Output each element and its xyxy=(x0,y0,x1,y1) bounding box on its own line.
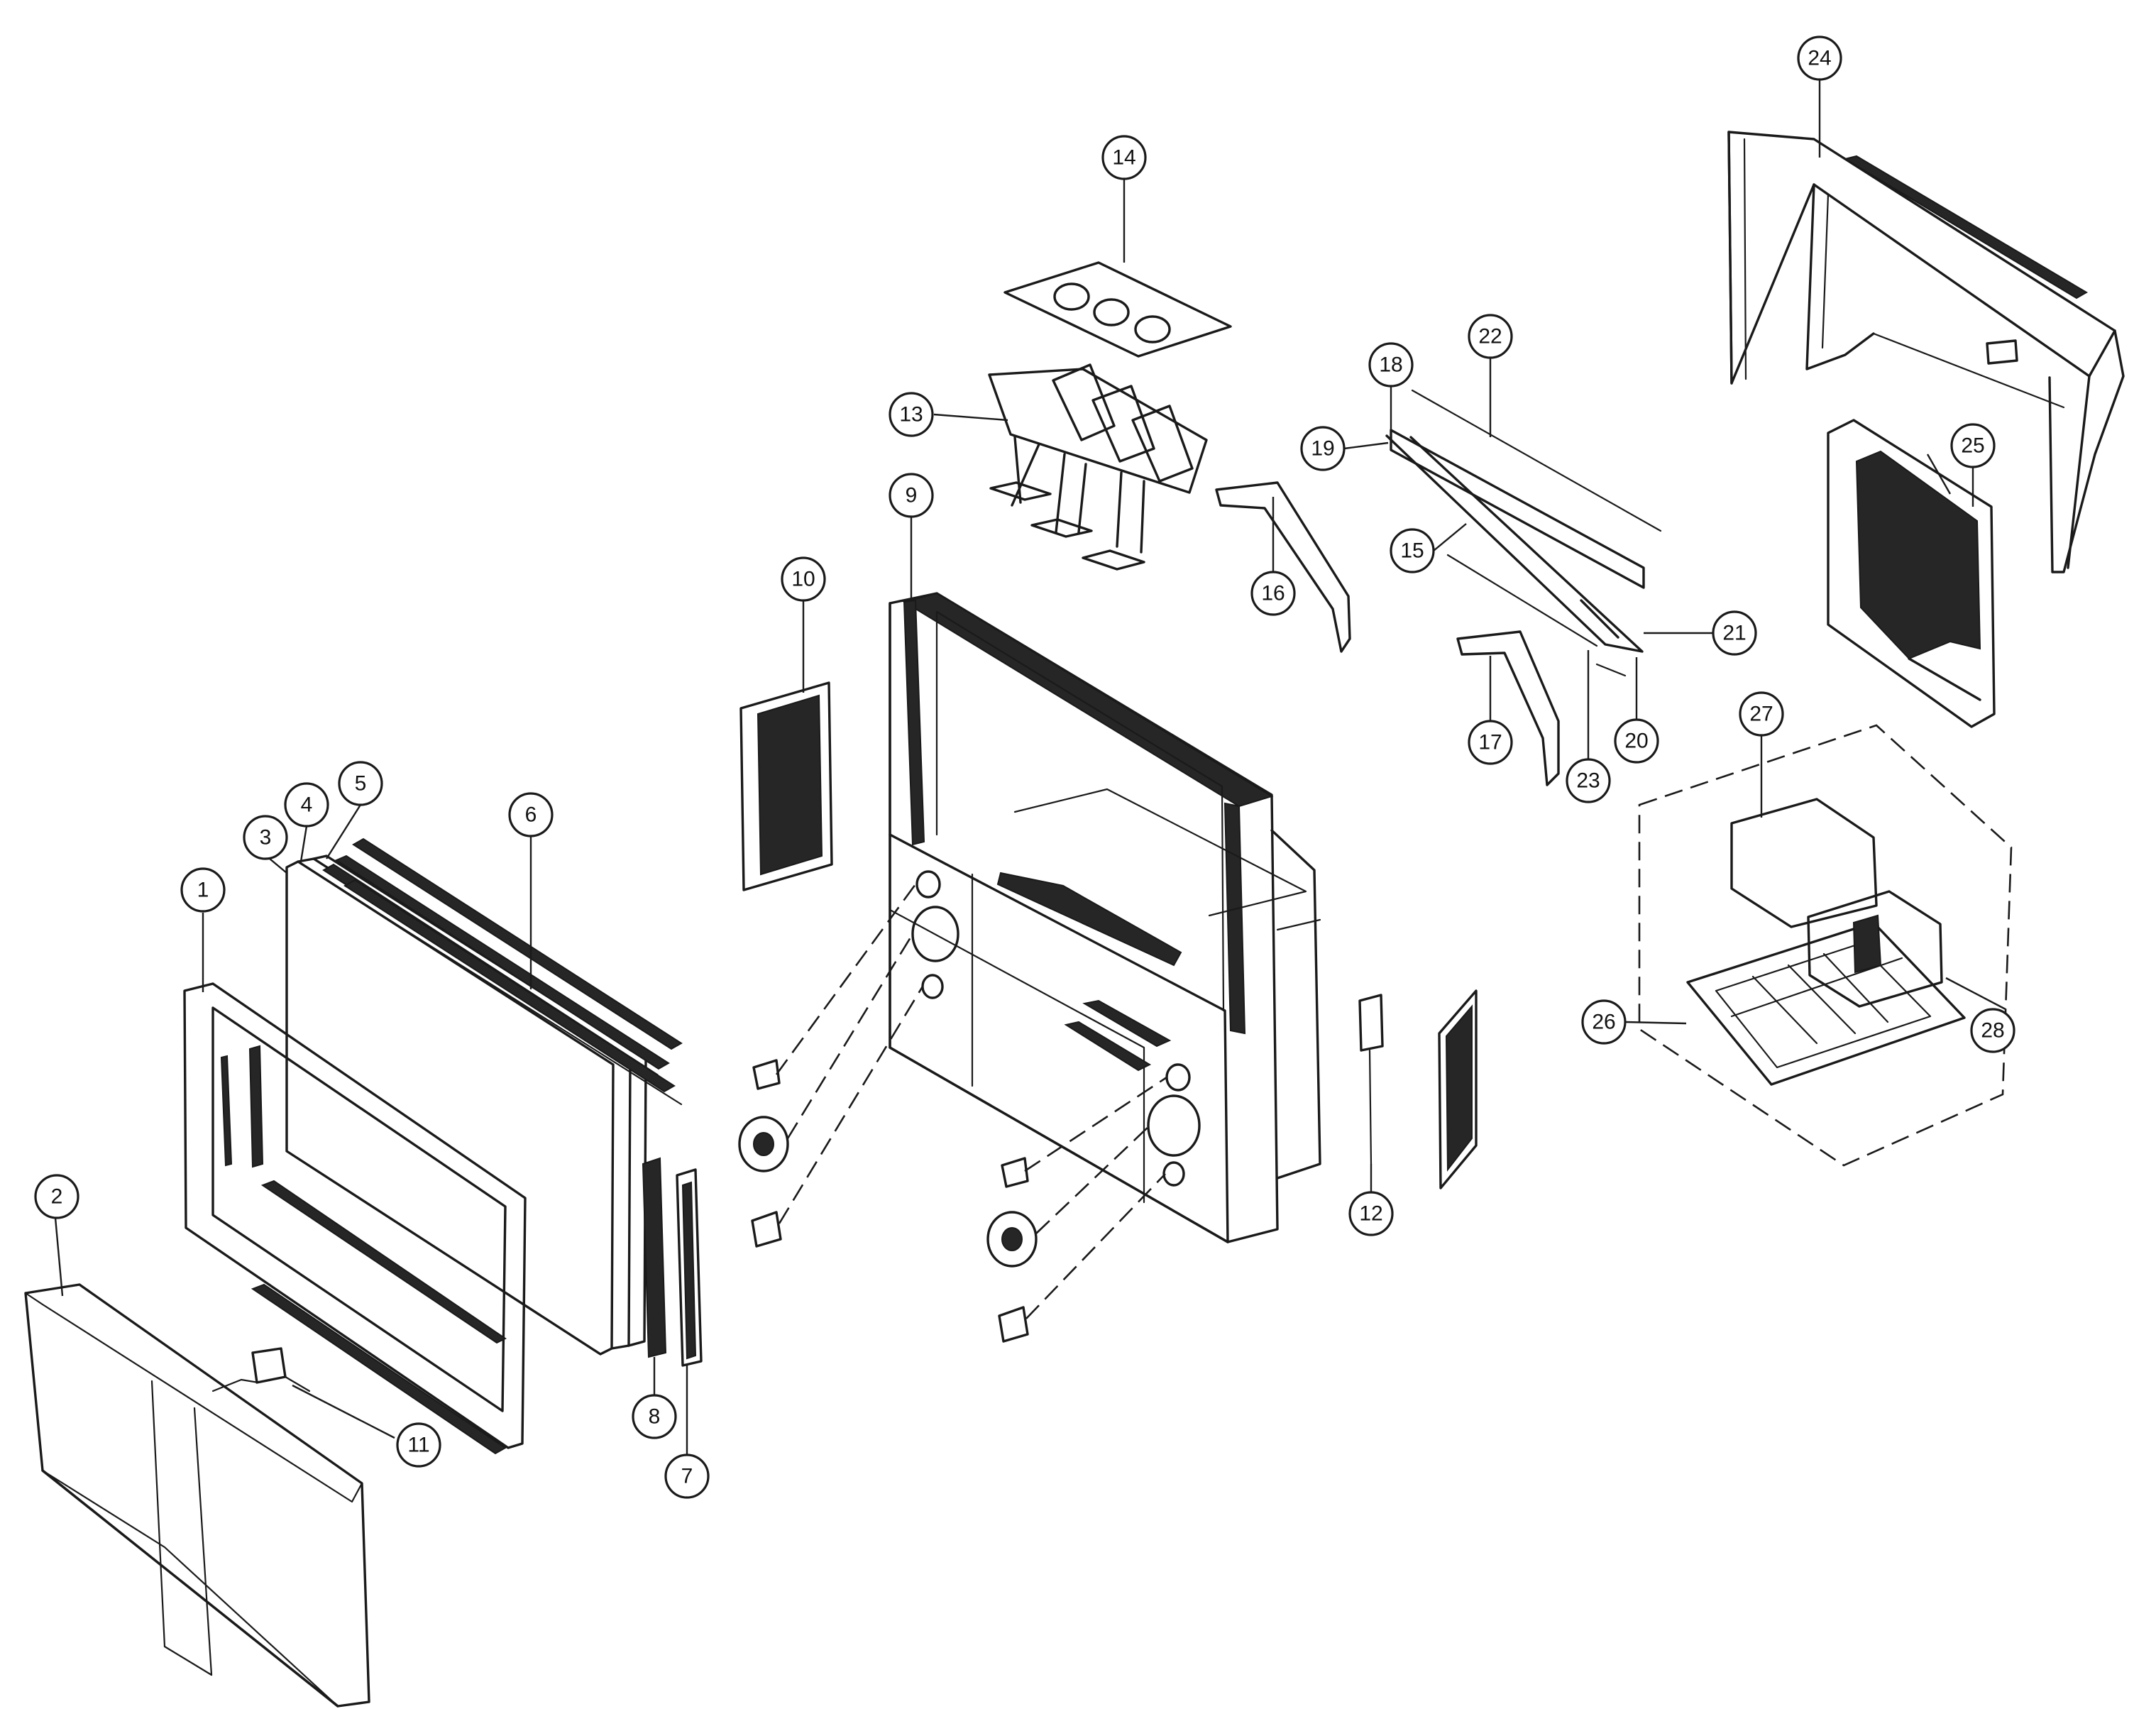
callout-27: 27 xyxy=(1739,691,1784,737)
part-rear-cabinet xyxy=(1727,79,2125,573)
callout-5: 5 xyxy=(338,761,383,806)
svg-text:25: 25 xyxy=(1961,434,1984,458)
callout-18: 18 xyxy=(1368,342,1414,388)
part-chassis-box xyxy=(1624,724,2013,1167)
callout-7: 7 xyxy=(664,1454,710,1499)
callout-6: 6 xyxy=(508,792,554,837)
callout-11: 11 xyxy=(396,1422,441,1468)
callout-16: 16 xyxy=(1250,571,1296,616)
part-bracket-16 xyxy=(1215,481,1351,653)
svg-text:3: 3 xyxy=(260,826,272,850)
svg-text:18: 18 xyxy=(1379,353,1402,377)
svg-text:4: 4 xyxy=(301,793,313,817)
svg-text:20: 20 xyxy=(1624,730,1648,753)
svg-text:1: 1 xyxy=(197,879,209,902)
part-right-speakers xyxy=(986,1076,1167,1343)
callout-21: 21 xyxy=(1712,610,1757,656)
callout-17: 17 xyxy=(1468,720,1513,765)
callout-1: 1 xyxy=(180,867,226,913)
svg-text:2: 2 xyxy=(51,1185,63,1209)
svg-text:24: 24 xyxy=(1808,47,1831,70)
part-mirror-assembly xyxy=(1343,358,1713,759)
callout-4: 4 xyxy=(284,782,329,828)
part-control-unit xyxy=(211,1347,395,1439)
callout-24: 24 xyxy=(1797,35,1842,81)
svg-text:23: 23 xyxy=(1576,769,1600,793)
svg-text:15: 15 xyxy=(1400,539,1424,563)
callout-10: 10 xyxy=(781,556,826,602)
callout-28: 28 xyxy=(1970,1008,2015,1053)
callout-3: 3 xyxy=(243,815,288,860)
svg-text:27: 27 xyxy=(1749,703,1773,726)
callout-26: 26 xyxy=(1581,999,1627,1045)
part-top-strips xyxy=(343,837,683,1106)
callout-20: 20 xyxy=(1614,718,1659,764)
part-left-speakers xyxy=(738,884,924,1248)
svg-text:10: 10 xyxy=(791,568,815,591)
svg-text:21: 21 xyxy=(1722,622,1746,645)
part-crt-assembly xyxy=(933,363,1208,571)
svg-text:26: 26 xyxy=(1592,1011,1615,1034)
part-side-strip-7 xyxy=(676,1168,703,1367)
part-12-bracket xyxy=(1358,994,1384,1165)
svg-text:12: 12 xyxy=(1359,1202,1382,1226)
part-bezel-frame xyxy=(183,982,527,1455)
part-bracket-17 xyxy=(1456,630,1560,786)
svg-text:9: 9 xyxy=(906,484,918,507)
svg-text:16: 16 xyxy=(1261,582,1285,605)
callout-22: 22 xyxy=(1468,314,1513,359)
part-front-cover xyxy=(24,1283,370,1708)
svg-text:7: 7 xyxy=(681,1465,693,1488)
part-main-cabinet xyxy=(889,592,1321,1243)
callout-19: 19 xyxy=(1300,426,1346,471)
part-side-strip-8 xyxy=(642,1157,667,1358)
callout-8: 8 xyxy=(632,1394,677,1439)
callout-13: 13 xyxy=(889,392,934,437)
svg-text:17: 17 xyxy=(1478,731,1502,754)
svg-text:13: 13 xyxy=(899,403,923,427)
part-screen-layers xyxy=(285,855,670,1356)
callout-23: 23 xyxy=(1566,758,1611,803)
part-right-speaker-grille xyxy=(1438,989,1478,1189)
svg-text:6: 6 xyxy=(525,803,537,827)
callout-2: 2 xyxy=(34,1174,79,1219)
svg-text:8: 8 xyxy=(649,1405,661,1429)
svg-text:5: 5 xyxy=(355,772,367,796)
svg-text:14: 14 xyxy=(1112,146,1135,170)
svg-text:11: 11 xyxy=(407,1434,429,1457)
front-leaders xyxy=(54,517,1373,1455)
callout-9: 9 xyxy=(889,473,934,518)
callout-25: 25 xyxy=(1950,423,1996,468)
svg-text:22: 22 xyxy=(1478,325,1502,348)
part-top-plate xyxy=(1003,179,1232,358)
callout-15: 15 xyxy=(1390,528,1435,573)
part-left-speaker-grille xyxy=(739,681,833,891)
svg-text:28: 28 xyxy=(1981,1019,2004,1043)
callout-14: 14 xyxy=(1101,135,1147,180)
part-rear-panel xyxy=(1827,419,1996,728)
callout-12: 12 xyxy=(1348,1191,1394,1236)
svg-text:19: 19 xyxy=(1311,437,1334,461)
